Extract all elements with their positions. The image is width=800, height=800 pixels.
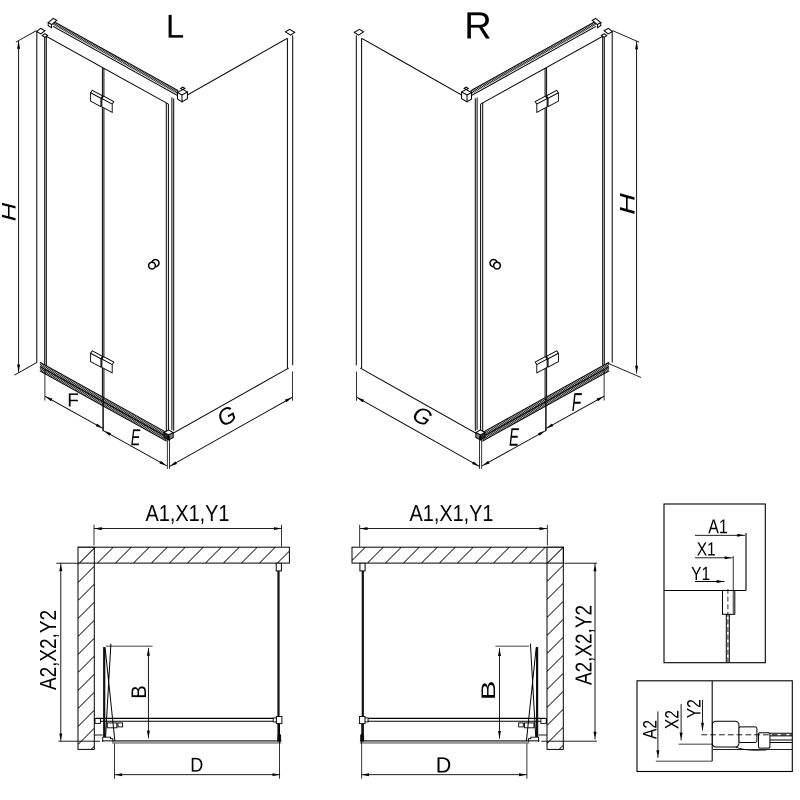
svg-text:H: H [617,192,640,215]
svg-text:F: F [572,387,583,417]
svg-text:Y2: Y2 [684,699,705,718]
svg-text:B: B [128,685,151,699]
svg-text:A1,X1,Y1: A1,X1,Y1 [409,500,493,526]
svg-text:F: F [67,390,79,411]
svg-text:A1,X1,Y1: A1,X1,Y1 [145,500,229,526]
svg-text:R: R [464,5,491,47]
svg-text:E: E [131,424,141,450]
svg-text:G: G [408,400,436,431]
svg-text:G: G [212,400,240,431]
svg-text:A2,X2,Y2: A2,X2,Y2 [35,610,61,690]
svg-text:X2: X2 [663,710,684,729]
svg-text:A1: A1 [708,516,728,538]
svg-text:E: E [509,424,520,452]
svg-text:D: D [190,755,203,777]
svg-text:X1: X1 [697,539,716,560]
svg-text:Y1: Y1 [691,564,710,585]
svg-text:A2,X2,Y2: A2,X2,Y2 [571,605,597,685]
svg-text:L: L [166,8,184,45]
svg-text:A2: A2 [640,720,661,739]
svg-text:D: D [436,752,452,777]
svg-text:H: H [0,202,20,221]
svg-text:B: B [479,681,500,701]
